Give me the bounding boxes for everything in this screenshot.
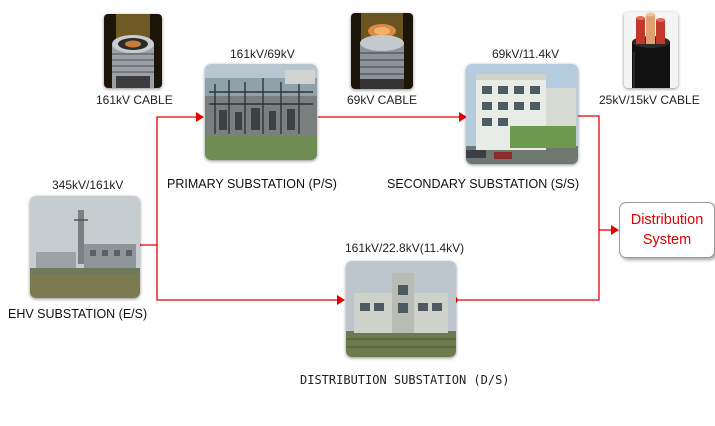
arrowhead-distribution-system — [611, 225, 619, 235]
cable-69kv-photo — [351, 13, 413, 89]
substation-photo-icon — [205, 64, 317, 160]
cable-cross-section-icon — [104, 14, 162, 88]
secondary-voltage-ratio: 69kV/11.4kV — [492, 47, 560, 61]
cable-69kv-label: 69kV CABLE — [347, 93, 418, 107]
cable-25kv-label: 25kV/15kV CABLE — [599, 93, 700, 107]
building-photo-icon — [346, 261, 456, 357]
cable-161kv-label: 161kV CABLE — [96, 93, 173, 107]
distribution-system-box: Distribution System — [619, 202, 715, 258]
cable-161kv-photo — [104, 14, 162, 88]
distribution-system-label-line2: System — [642, 232, 692, 248]
distribution-sub-voltage-ratio: 161kV/22.8kV(11.4kV) — [345, 241, 465, 255]
secondary-substation-name: SECONDARY SUBSTATION (S/S) — [387, 177, 580, 191]
secondary-substation-photo — [466, 64, 578, 164]
arrowhead-distribution-sub — [337, 295, 345, 305]
ehv-substation-photo — [30, 196, 140, 298]
wire-ehv-to-primary — [136, 116, 198, 246]
cable-cross-section-icon — [351, 13, 413, 89]
primary-voltage-ratio: 161kV/69kV — [230, 47, 295, 61]
ehv-substation-name: EHV SUBSTATION (E/S) — [8, 307, 148, 321]
substation-photo-icon — [30, 196, 140, 298]
wire-secondary-to-system — [453, 115, 600, 301]
multicore-cable-icon — [624, 12, 678, 88]
cable-25kv-photo — [624, 12, 678, 88]
distribution-substation-name: DISTRIBUTION SUBSTATION (D/S) — [300, 373, 510, 387]
wire-ehv-to-distribution-sub — [156, 245, 340, 301]
building-photo-icon — [466, 64, 578, 164]
ehv-voltage-ratio: 345kV/161kV — [52, 178, 124, 192]
primary-substation-name: PRIMARY SUBSTATION (P/S) — [167, 177, 337, 191]
primary-substation-photo — [205, 64, 317, 160]
arrowhead-primary — [196, 112, 204, 122]
distribution-substation-photo — [346, 261, 456, 357]
distribution-system-label-line1: Distribution — [630, 212, 704, 228]
arrowhead-secondary — [459, 112, 467, 122]
